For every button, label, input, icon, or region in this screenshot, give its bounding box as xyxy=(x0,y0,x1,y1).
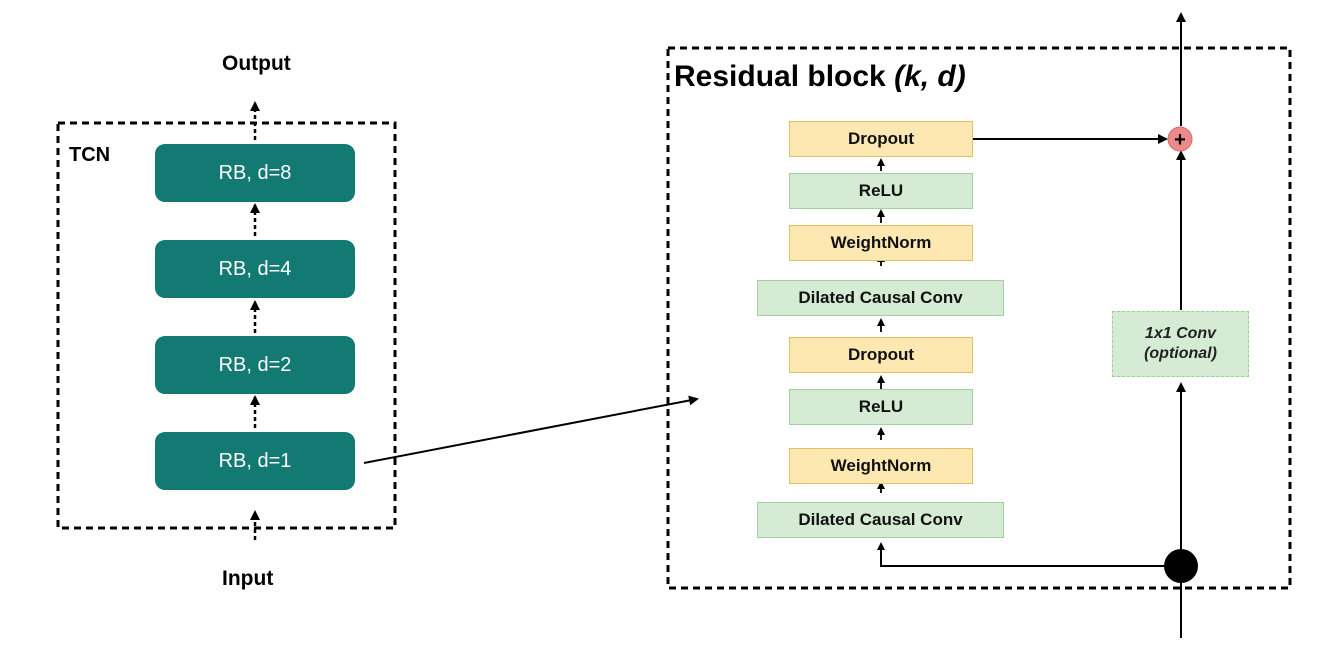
rb-d4: RB, d=4 xyxy=(155,240,355,298)
residual-block-frame xyxy=(666,46,1292,590)
layer-dilated-causal-conv-bottom-label: Dilated Causal Conv xyxy=(798,510,963,529)
rb-d4-label: RB, d=4 xyxy=(218,257,292,280)
tcn-input-label: Input xyxy=(222,567,274,590)
layer-weightnorm-top-label: WeightNorm xyxy=(830,233,932,252)
layer-dropout-bottom: Dropout xyxy=(789,337,973,373)
residual-paths xyxy=(877,12,1186,638)
layer-weightnorm-top: WeightNorm xyxy=(789,225,973,261)
split-node xyxy=(1164,549,1198,583)
layer-dropout-top-label: Dropout xyxy=(847,129,915,148)
layer-dilated-causal-conv-top-label: Dilated Causal Conv xyxy=(798,288,963,307)
residual-block-title-text: Residual block xyxy=(674,60,886,93)
layer-weightnorm-bottom-label: WeightNorm xyxy=(830,456,932,475)
residual-block-title: Residual block (k, d) xyxy=(674,60,966,94)
layer-dropout-top: Dropout xyxy=(789,121,973,157)
rb-d8: RB, d=8 xyxy=(155,144,355,202)
rb-d2: RB, d=2 xyxy=(155,336,355,394)
zoom-connector-arrow xyxy=(363,395,699,464)
layer-relu-bottom: ReLU xyxy=(789,389,973,425)
residual-block-params: (k, d) xyxy=(894,60,966,93)
layer-relu-bottom-label: ReLU xyxy=(858,397,904,416)
add-node: + xyxy=(1167,126,1193,152)
tcn-frame xyxy=(56,121,397,530)
layer-dropout-bottom-label: Dropout xyxy=(847,345,915,364)
tcn-output-label: Output xyxy=(222,52,291,75)
rb-d1-label: RB, d=1 xyxy=(218,449,292,472)
layer-relu-top: ReLU xyxy=(789,173,973,209)
shortcut-line2: (optional) xyxy=(1144,345,1217,362)
rb-d2-label: RB, d=2 xyxy=(218,353,292,376)
shortcut-line1: 1x1 Conv xyxy=(1144,325,1217,342)
tcn-title: TCN xyxy=(69,144,111,166)
layer-dilated-causal-conv-top: Dilated Causal Conv xyxy=(757,280,1004,316)
add-symbol: + xyxy=(1174,129,1186,151)
layer-weightnorm-bottom: WeightNorm xyxy=(789,448,973,484)
rb-d1: RB, d=1 xyxy=(155,432,355,490)
shortcut-1x1-conv: 1x1 Conv (optional) xyxy=(1112,311,1249,377)
layer-dilated-causal-conv-bottom: Dilated Causal Conv xyxy=(757,502,1004,538)
layer-relu-top-label: ReLU xyxy=(858,181,904,200)
rb-d8-label: RB, d=8 xyxy=(218,161,292,184)
